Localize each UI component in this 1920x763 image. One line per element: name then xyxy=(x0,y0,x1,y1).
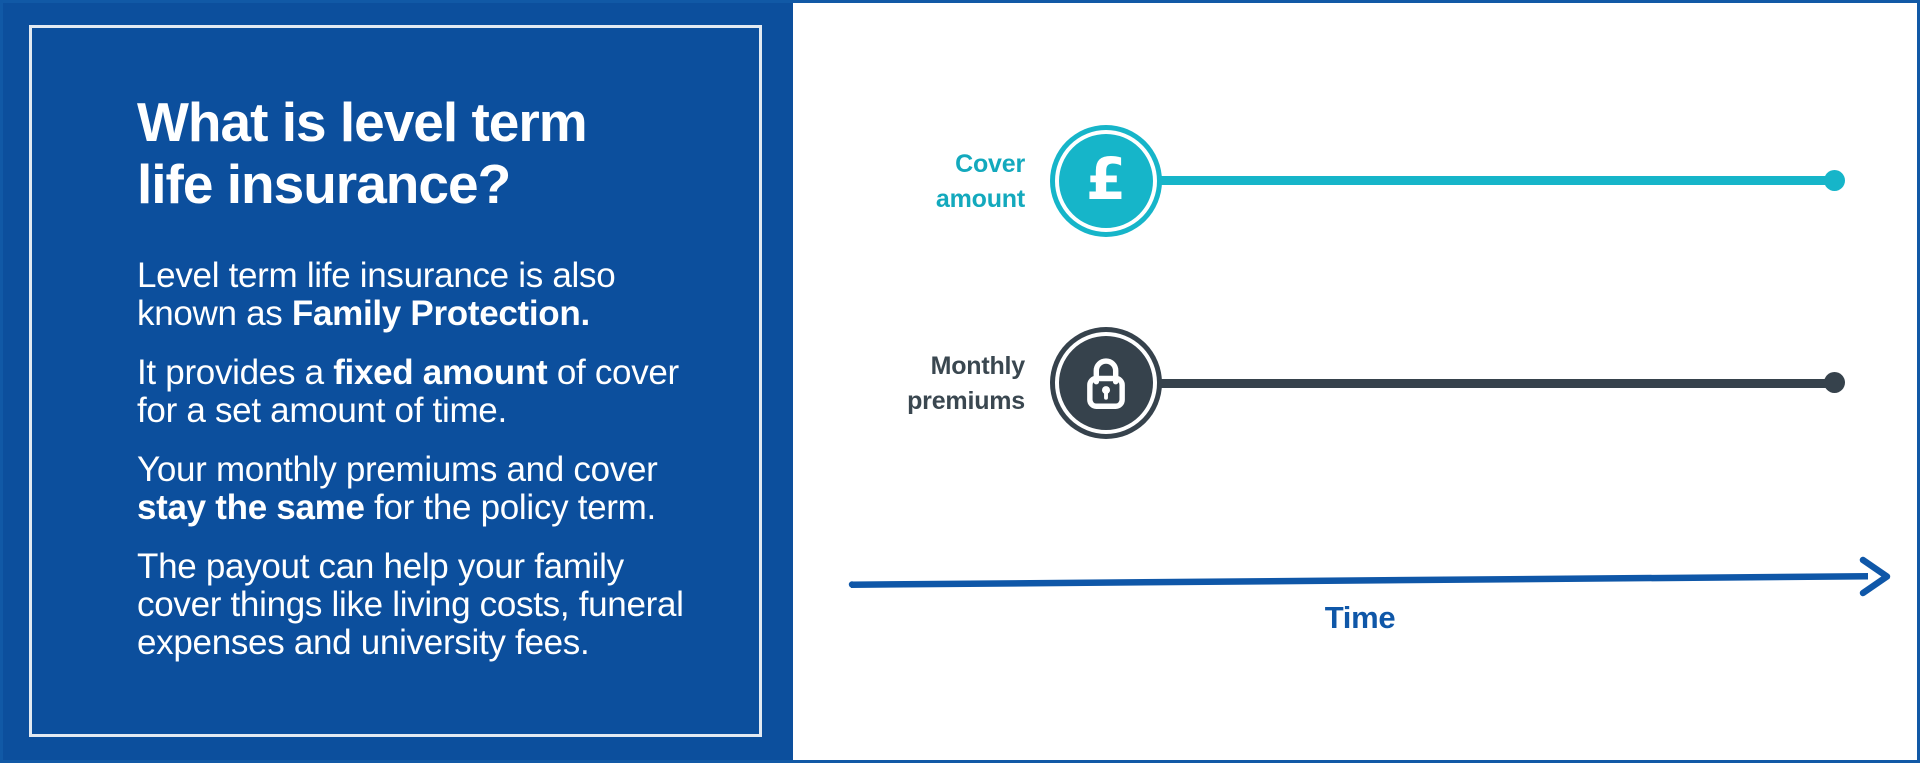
paragraph-text: Level term life insurance is also known … xyxy=(137,256,616,333)
monthly-premiums-label: Monthly premiums xyxy=(907,352,1025,415)
paragraph-bold-text: stay the same xyxy=(137,488,365,527)
lock-badge xyxy=(1050,327,1162,439)
paragraph-text: It provides a xyxy=(137,353,334,392)
monthly-premiums-line-end-dot xyxy=(1824,372,1845,393)
cover-amount-line-end-dot xyxy=(1824,170,1845,191)
intro-paragraph: It provides a fixed amount of cover for … xyxy=(137,354,697,430)
intro-panel: What is level term life insurance? Level… xyxy=(3,3,793,760)
lock-icon xyxy=(1087,358,1125,409)
monthly-premiums-line xyxy=(1106,379,1834,388)
intro-paragraph: Level term life insurance is also known … xyxy=(137,257,697,333)
intro-copy: Level term life insurance is also known … xyxy=(137,257,697,683)
pound-icon: £ xyxy=(1085,145,1127,213)
paragraph-bold-text: fixed amount xyxy=(333,353,548,392)
intro-paragraph: Your monthly premiums and cover stay the… xyxy=(137,451,697,527)
paragraph-text: for the policy term. xyxy=(364,488,656,527)
paragraph-text: Your monthly premiums and cover xyxy=(137,450,658,489)
paragraph-text: of cover for a set amount of time. xyxy=(137,353,679,430)
cover-amount-line xyxy=(1106,176,1834,185)
panel-inner-border xyxy=(29,25,762,737)
paragraph-bold-text: Family Protection. xyxy=(291,294,590,333)
time-axis-arrow xyxy=(848,556,1891,597)
page-title: What is level term life insurance? xyxy=(137,91,588,215)
cover-amount-label: Cover amount xyxy=(935,150,1025,213)
intro-paragraph: The payout can help your family cover th… xyxy=(137,548,697,662)
paragraph-text: The payout can help your family cover th… xyxy=(137,547,684,662)
time-axis-label: Time xyxy=(1324,600,1396,635)
pound-badge: £ xyxy=(1050,125,1162,237)
